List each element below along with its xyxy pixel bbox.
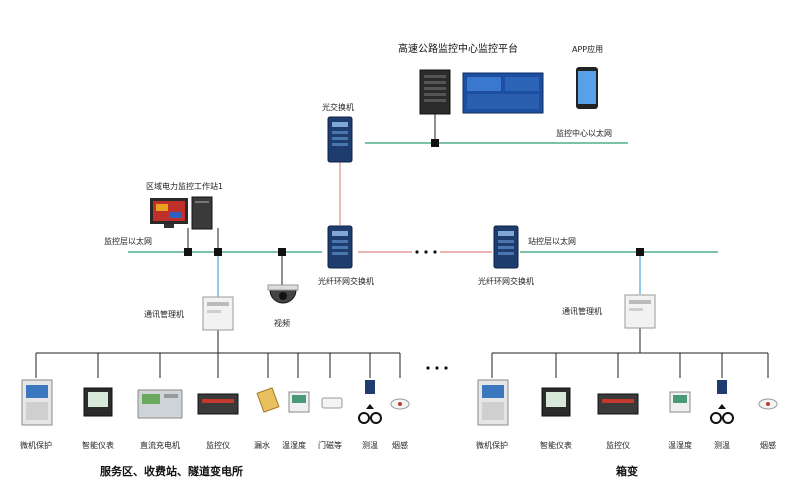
- platform-title: 高速公路监控中心监控平台: [398, 44, 518, 55]
- right-ethernet-label: 站控层以太网: [528, 237, 576, 246]
- server-rack-icon: [419, 69, 451, 115]
- left-device-relay-icon: [21, 379, 53, 426]
- left-ring-switch-icon: [327, 225, 353, 269]
- right-device-monitor-icon: [597, 393, 639, 415]
- left-device-label: 烟感: [392, 441, 408, 450]
- left-device-label: 智能仪表: [82, 441, 114, 450]
- ring-ellipsis: [415, 250, 437, 254]
- right-device-label: 微机保护: [476, 441, 508, 450]
- smoke-detector-icon: [390, 398, 410, 410]
- right-device-relay-icon: [477, 379, 509, 426]
- right-ring-switch-icon: [493, 225, 519, 269]
- monitor-wall-icon: [462, 72, 544, 114]
- left-device-label: 直流充电机: [140, 441, 180, 450]
- left-footer-title: 服务区、收费站、隧道变电所: [100, 465, 243, 478]
- left-ethernet-label: 监控层以太网: [104, 237, 152, 246]
- right-device-label: 智能仪表: [540, 441, 572, 450]
- right-device-meter-icon: [541, 387, 571, 417]
- right-temp-humidity-sensor-icon: [669, 391, 691, 413]
- left-device-drops: [35, 353, 401, 378]
- optical-switch-icon: [327, 116, 353, 163]
- left-comm-manager-label: 通讯管理机: [144, 310, 184, 319]
- right-comm-manager-icon: [624, 294, 656, 329]
- phone-icon: [576, 67, 598, 109]
- left-device-label: 微机保护: [20, 441, 52, 450]
- right-device-drops: [491, 353, 769, 378]
- workstation-icon: [150, 196, 213, 230]
- left-device-label: 测温: [362, 441, 378, 450]
- door-sensor-icon: [321, 397, 343, 409]
- temp-humidity-sensor-icon: [288, 391, 310, 413]
- left-device-label: 监控仪: [206, 441, 230, 450]
- left-comm-manager-icon: [202, 296, 234, 331]
- left-ring-switch-label: 光纤环网交换机: [318, 277, 374, 286]
- right-device-label: 温湿度: [668, 441, 692, 450]
- right-device-label: 测温: [714, 441, 730, 450]
- bus-ellipsis: [426, 366, 448, 370]
- network-nodes: [184, 139, 644, 256]
- app-label: APP应用: [572, 45, 604, 54]
- right-device-label: 烟感: [760, 441, 776, 450]
- workstation-label: 区域电力监控工作站1: [146, 182, 224, 191]
- water-leak-sensor-icon: [256, 387, 280, 413]
- left-device-label: 门磁等: [318, 441, 342, 450]
- platform-ethernet-label: 监控中心以太网: [556, 129, 612, 138]
- optical-switch-label: 光交换机: [322, 103, 354, 112]
- right-footer-title: 箱变: [616, 465, 638, 478]
- right-smoke-detector-icon: [758, 398, 778, 410]
- left-device-label: 温湿度: [282, 441, 306, 450]
- right-temp-measure-icon: [710, 380, 734, 424]
- camera-label: 视频: [274, 319, 290, 328]
- right-device-label: 监控仪: [606, 441, 630, 450]
- dome-camera-icon: [267, 284, 299, 304]
- left-device-monitor-icon: [197, 393, 239, 415]
- right-comm-manager-label: 通讯管理机: [562, 307, 602, 316]
- left-device-charger-icon: [137, 389, 183, 419]
- left-device-label: 漏水: [254, 441, 270, 450]
- temp-measure-icon: [358, 380, 382, 424]
- left-device-meter-icon: [83, 387, 113, 417]
- right-ring-switch-label: 光纤环网交换机: [478, 277, 534, 286]
